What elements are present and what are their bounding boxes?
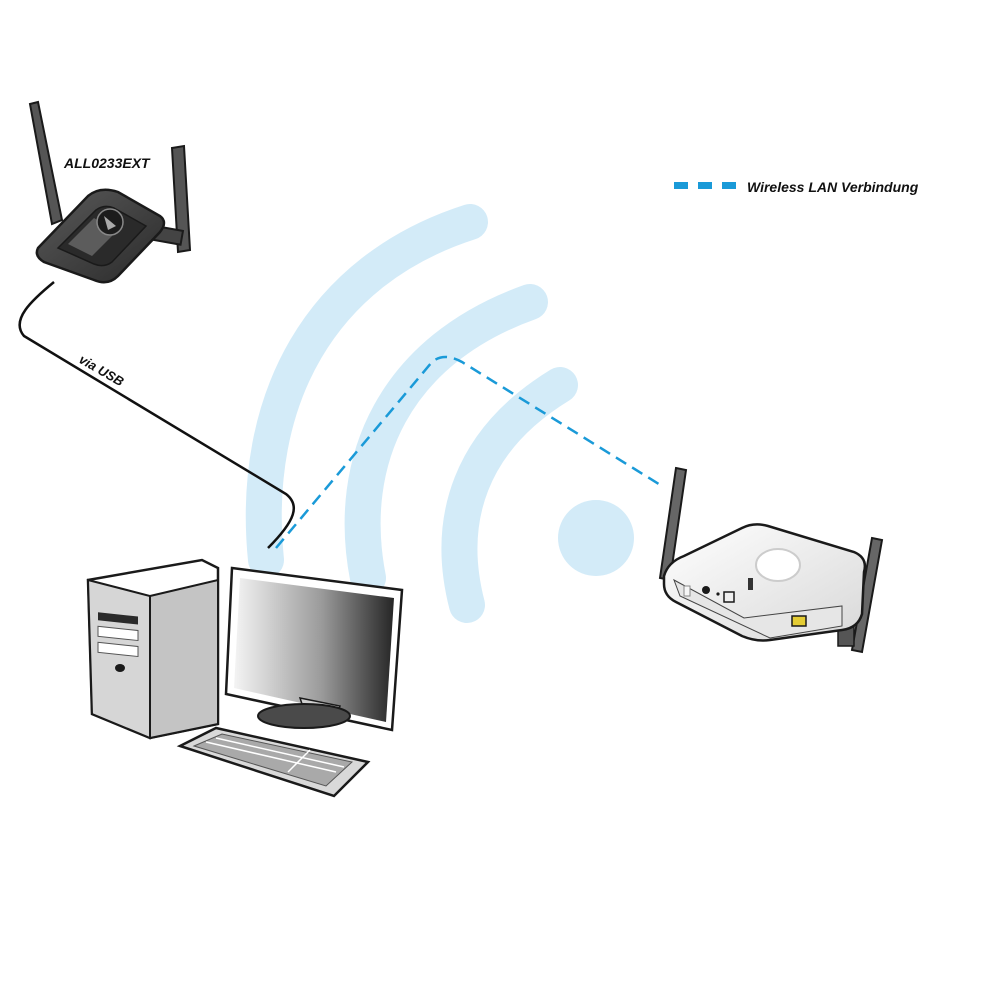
- monitor: [224, 566, 404, 732]
- legend-swatch-2: [698, 182, 712, 189]
- legend-label: Wireless LAN Verbindung: [747, 179, 919, 195]
- access-point-icon: [658, 466, 884, 654]
- wlan-link-line: [275, 355, 663, 549]
- wifi-signal-icon: [245, 204, 634, 623]
- wifi-arc-inner: [441, 367, 578, 623]
- usb-cable: [18, 281, 296, 549]
- legend-swatch-3: [722, 182, 736, 189]
- legend: Wireless LAN Verbindung: [674, 179, 919, 195]
- pc-tower: [86, 558, 220, 740]
- legend-swatch-1: [674, 182, 688, 189]
- usb-wlan-adapter-icon: [28, 100, 192, 284]
- adapter-model-label: ALL0233EXT: [63, 155, 151, 171]
- keyboard: [176, 726, 371, 798]
- wifi-dot: [558, 500, 634, 576]
- desktop-computer-icon: [86, 558, 404, 798]
- wifi-arc-outer: [245, 204, 488, 578]
